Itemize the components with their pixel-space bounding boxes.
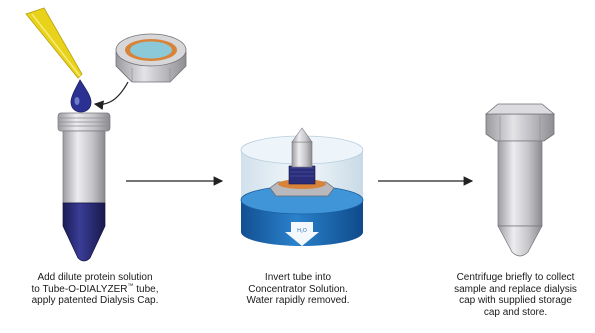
step-2-caption-line-2: Concentrator Solution. — [248, 283, 348, 295]
solution-marker-label: H₂O — [297, 228, 307, 234]
dialysis-cap-icon — [115, 33, 187, 83]
step-3-caption-line-1: Centrifuge briefly to collect — [456, 272, 575, 283]
step-3-caption-line-2: sample and replace dialysis — [454, 283, 577, 295]
step-3-caption-line-3: cap with supplied storage — [459, 295, 572, 307]
water-removal-arrow-icon — [285, 222, 319, 246]
droplet-icon — [70, 79, 92, 113]
product-name: to Tube-O-DIALYZER — [31, 283, 128, 295]
step-3-caption: Centrifuge briefly to collect sample and… — [438, 272, 593, 318]
step-2-illustration: H₂O — [240, 127, 364, 246]
step-1-caption: Add dilute protein solution to Tube-O-DI… — [10, 272, 180, 307]
step-3-illustration — [484, 103, 556, 257]
pipette-icon — [25, 7, 83, 79]
step-1-illustration — [25, 7, 187, 262]
step-1-caption-line-3: apply patented Dialysis Cap. — [31, 295, 159, 307]
trademark-mark: ™ — [127, 283, 134, 290]
cap-arrow-icon — [93, 81, 129, 111]
storage-cap-icon — [484, 103, 556, 142]
inverted-tube-icon — [269, 127, 335, 197]
step-2-caption: Invert tube into Concentrator Solution. … — [218, 272, 378, 307]
step-1-caption-line-1: Add dilute protein solution — [37, 272, 153, 283]
step-3-caption-line-4: cap and store. — [483, 306, 548, 318]
tube-icon — [57, 112, 111, 262]
step-1-caption-line-2: to Tube-O-DIALYZER™ tube, — [10, 283, 180, 296]
step-1-caption-line-2-tail: tube, — [136, 283, 159, 295]
stored-tube-icon — [497, 140, 543, 257]
step-2-caption-line-3: Water rapidly removed. — [246, 295, 350, 307]
step-2-caption-line-1: Invert tube into — [264, 272, 332, 283]
